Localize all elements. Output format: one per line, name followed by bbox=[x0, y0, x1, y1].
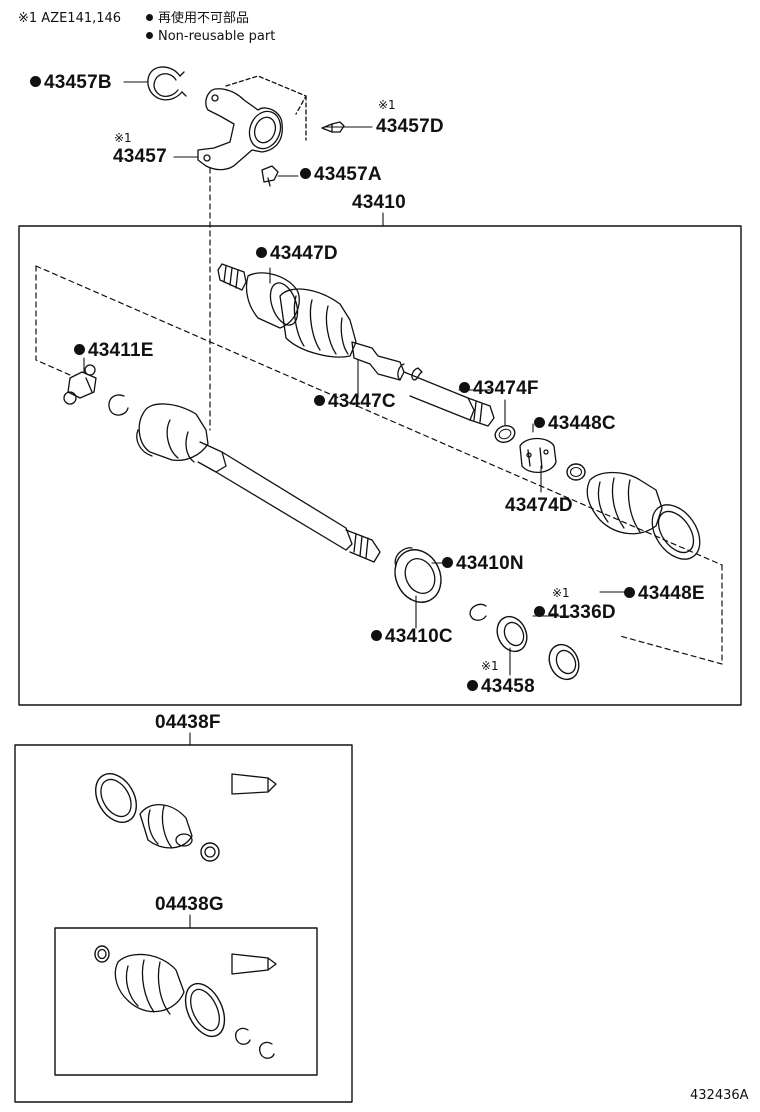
snap-ring-43410N bbox=[469, 603, 487, 621]
assembly-frame-43410 bbox=[18, 225, 742, 706]
seal-43458 bbox=[496, 615, 528, 653]
note-mark: ※1 bbox=[378, 98, 396, 112]
non-reusable-dot-icon bbox=[534, 606, 545, 617]
label-43447D[interactable]: 43447D bbox=[256, 244, 338, 264]
non-reusable-dot-icon bbox=[467, 680, 478, 691]
label-04438G[interactable]: 04438G bbox=[155, 894, 224, 915]
label-43458[interactable]: 43458 bbox=[467, 677, 535, 697]
tripod-43411E bbox=[63, 364, 97, 405]
outboard-shaft bbox=[217, 263, 495, 427]
note-line: ※1 AZE141,146 bbox=[18, 11, 122, 26]
legend-en-text: Non-reusable part bbox=[158, 29, 276, 44]
non-reusable-dot-icon bbox=[534, 417, 545, 428]
bolt-43457A bbox=[261, 165, 279, 187]
label-43457[interactable]: 43457 bbox=[113, 146, 167, 167]
bearing-43410C bbox=[394, 547, 442, 603]
label-43410C[interactable]: 43410C bbox=[371, 627, 453, 647]
bracket-43457 bbox=[197, 75, 307, 171]
non-reusable-dot-icon bbox=[256, 247, 267, 258]
boot-43448E bbox=[586, 471, 701, 560]
label-43448E[interactable]: 43448E bbox=[624, 584, 705, 604]
non-reusable-dot-icon bbox=[442, 557, 453, 568]
label-43457B[interactable]: 43457B bbox=[30, 73, 112, 93]
seal-41336D bbox=[548, 643, 580, 681]
clamp-43448C bbox=[566, 463, 586, 481]
legend-dot-icon bbox=[146, 32, 153, 39]
label-43474D[interactable]: 43474D bbox=[505, 495, 573, 516]
kit-frame-04438G bbox=[54, 927, 318, 1076]
label-43411E[interactable]: 43411E bbox=[74, 341, 154, 361]
damper-43474D bbox=[519, 437, 557, 473]
ring-43474F bbox=[494, 425, 516, 443]
non-reusable-dot-icon bbox=[459, 382, 470, 393]
snap-ring-small bbox=[108, 394, 129, 416]
kit-04438G-parts bbox=[94, 945, 277, 1059]
label-43447C[interactable]: 43447C bbox=[314, 392, 396, 412]
non-reusable-dot-icon bbox=[300, 168, 311, 179]
legend-dot-icon bbox=[146, 14, 153, 21]
legend-jp: 再使用不可部品 bbox=[146, 11, 249, 26]
kit-frame-04438F bbox=[14, 744, 353, 1103]
label-43457A[interactable]: 43457A bbox=[300, 165, 382, 185]
non-reusable-dot-icon bbox=[314, 395, 325, 406]
note-mark: ※1 bbox=[114, 131, 132, 145]
kit-04438F-parts bbox=[95, 773, 277, 862]
note-mark: ※1 bbox=[552, 586, 570, 600]
label-43474F[interactable]: 43474F bbox=[459, 379, 539, 399]
note-mark: ※1 bbox=[481, 659, 499, 673]
dashed-outline bbox=[35, 167, 723, 665]
label-43410N[interactable]: 43410N bbox=[442, 554, 524, 574]
legend-jp-text: 再使用不可部品 bbox=[158, 11, 250, 26]
non-reusable-dot-icon bbox=[74, 344, 85, 355]
non-reusable-dot-icon bbox=[624, 587, 635, 598]
label-43448C[interactable]: 43448C bbox=[534, 414, 616, 434]
legend-en: Non-reusable part bbox=[146, 29, 275, 44]
diagram-id: 432436A bbox=[690, 1088, 749, 1103]
non-reusable-dot-icon bbox=[30, 76, 41, 87]
label-43410[interactable]: 43410 bbox=[352, 192, 406, 213]
bolt-43457D bbox=[321, 121, 345, 133]
label-43457D[interactable]: 43457D bbox=[376, 116, 444, 137]
snap-ring-43457B bbox=[147, 66, 187, 101]
label-41336D[interactable]: 41336D bbox=[534, 603, 616, 623]
non-reusable-dot-icon bbox=[371, 630, 382, 641]
label-04438F[interactable]: 04438F bbox=[155, 712, 221, 733]
inboard-shaft bbox=[136, 403, 381, 563]
